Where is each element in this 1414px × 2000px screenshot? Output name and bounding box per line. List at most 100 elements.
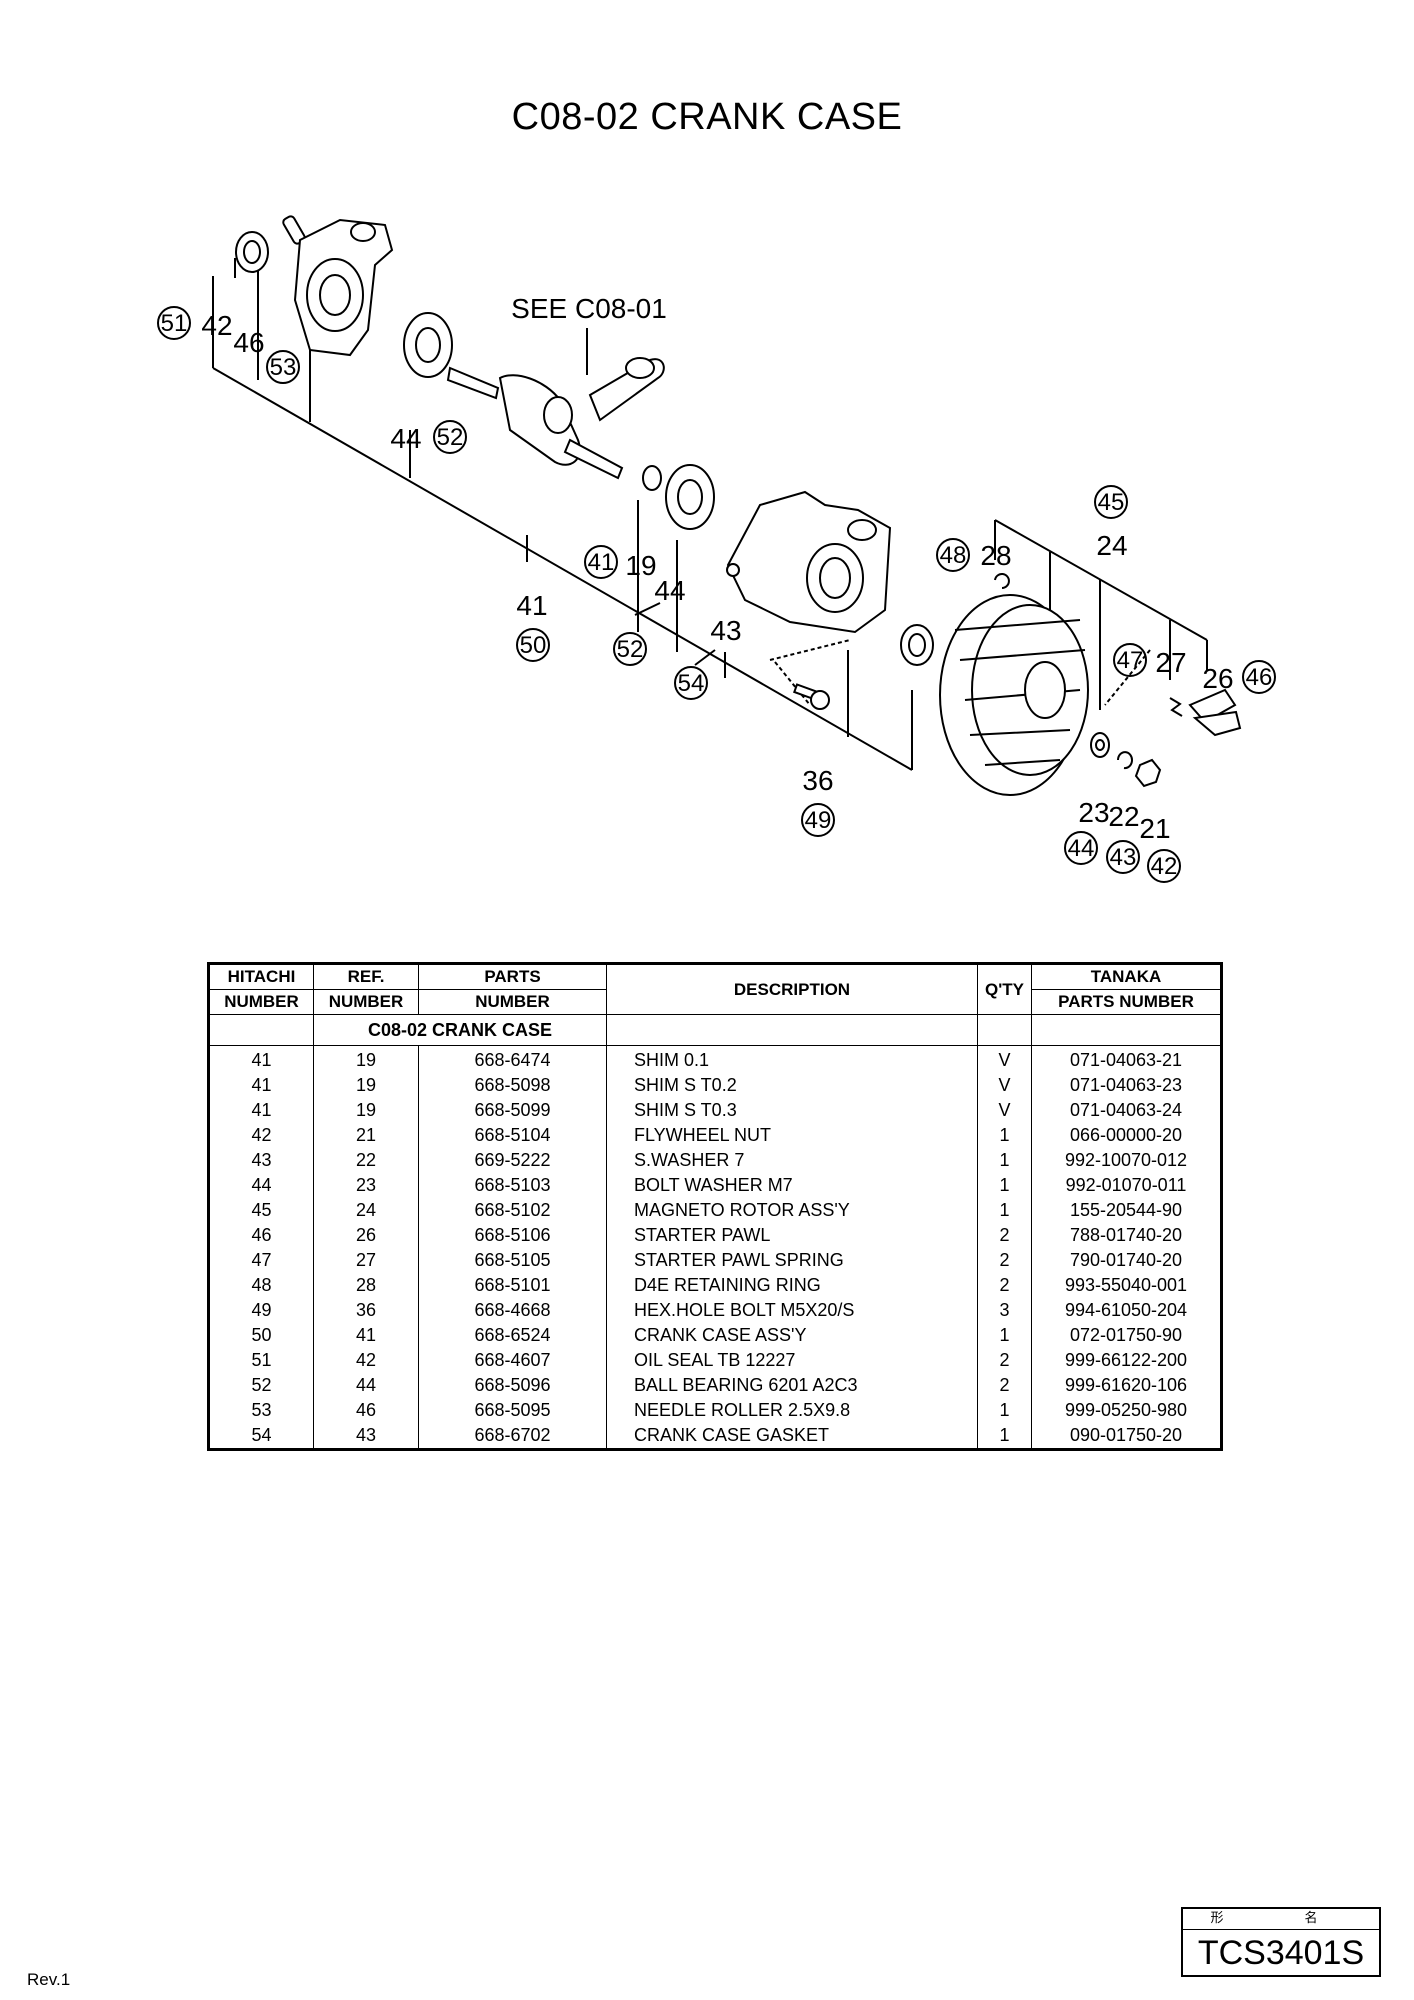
cell-qty: 1	[977, 1423, 1032, 1450]
cell-hitachi-number: 54	[208, 1423, 314, 1450]
cell-ref-number: 22	[313, 1148, 419, 1173]
cell-tanaka-number: 790-01740-20	[1031, 1248, 1222, 1273]
cell-ref-number: 23	[313, 1173, 419, 1198]
svg-text:50: 50	[520, 632, 547, 659]
leader-line-main	[212, 367, 913, 771]
ref-number: 28	[980, 540, 1011, 571]
ref-number: 44	[390, 423, 421, 454]
cell-ref-number: 46	[313, 1398, 419, 1423]
cell-qty: V	[977, 1045, 1032, 1073]
cell-hitachi-number: 43	[208, 1148, 314, 1173]
svg-text:48: 48	[940, 542, 967, 569]
cell-tanaka-number: 071-04063-21	[1031, 1045, 1222, 1073]
cell-qty: 2	[977, 1348, 1032, 1373]
cell-parts-number: 668-5103	[418, 1173, 607, 1198]
cell-tanaka-number: 066-00000-20	[1031, 1123, 1222, 1148]
header-tanaka-2: PARTS NUMBER	[1031, 989, 1222, 1015]
cell-tanaka-number: 994-61050-204	[1031, 1298, 1222, 1323]
model-label: 形 名	[1183, 1909, 1379, 1930]
cell-description: FLYWHEEL NUT	[606, 1123, 978, 1148]
circled-callout: 46	[1242, 660, 1276, 694]
cell-description: STARTER PAWL SPRING	[606, 1248, 978, 1273]
header-hitachi-number: HITACHI	[208, 963, 314, 990]
ball-bearing-right	[665, 464, 715, 530]
magneto-rotor	[939, 594, 1089, 796]
header-description: DESCRIPTION	[606, 963, 978, 1015]
crank-case-right-half	[726, 490, 892, 634]
cell-hitachi-number: 47	[208, 1248, 314, 1273]
svg-text:47: 47	[1117, 647, 1144, 674]
cell-hitachi-number: 45	[208, 1198, 314, 1223]
cell-hitachi-number: 51	[208, 1348, 314, 1373]
svg-text:43: 43	[1110, 844, 1137, 871]
header-parts-number-2: NUMBER	[418, 989, 607, 1015]
section-row: C08-02 CRANK CASE	[208, 1014, 1222, 1046]
svg-text:41: 41	[588, 549, 615, 576]
header-parts-number: PARTS	[418, 963, 607, 990]
circled-callout: 43	[1106, 840, 1140, 874]
cell-hitachi-number: 41	[208, 1045, 314, 1073]
cell-parts-number: 668-5096	[418, 1373, 607, 1398]
cell-ref-number: 21	[313, 1123, 419, 1148]
ball-bearing-left	[403, 312, 453, 378]
cell-parts-number: 668-5105	[418, 1248, 607, 1273]
cell-qty: 1	[977, 1198, 1032, 1223]
svg-text:46: 46	[1246, 664, 1273, 691]
circled-callout: 41	[584, 545, 618, 579]
ref-number: 21	[1139, 813, 1170, 844]
cell-ref-number: 19	[313, 1098, 419, 1123]
cell-tanaka-number: 992-01070-011	[1031, 1173, 1222, 1198]
cell-tanaka-number: 993-55040-001	[1031, 1273, 1222, 1298]
circled-callout: 42	[1147, 849, 1181, 883]
svg-text:53: 53	[270, 354, 297, 381]
circled-callout: 53	[266, 350, 300, 384]
svg-text:49: 49	[805, 807, 832, 834]
circled-callout: 44	[1064, 831, 1098, 865]
cell-tanaka-number: 999-05250-980	[1031, 1398, 1222, 1423]
ref-number: 22	[1108, 801, 1139, 832]
cell-ref-number: 27	[313, 1248, 419, 1273]
circled-callout: 50	[516, 628, 550, 662]
cell-ref-number: 24	[313, 1198, 419, 1223]
cell-parts-number: 668-5098	[418, 1073, 607, 1098]
circled-callout: 52	[613, 632, 647, 666]
ref-number: 23	[1078, 797, 1109, 828]
svg-text:44: 44	[1068, 835, 1095, 862]
cell-ref-number: 26	[313, 1223, 419, 1248]
circled-callout: 52	[433, 420, 467, 454]
page-title: C08-02 CRANK CASE	[511, 96, 903, 138]
exploded-parts-diagram: SEE C08-01 42 46 44 41 19 44 43 36 28 24…	[157, 215, 1276, 883]
svg-text:51: 51	[161, 310, 188, 337]
cell-tanaka-number: 072-01750-90	[1031, 1323, 1222, 1348]
crankshaft	[446, 357, 665, 480]
cell-tanaka-number: 788-01740-20	[1031, 1223, 1222, 1248]
cell-description: SHIM S T0.2	[606, 1073, 978, 1098]
ref-number: 36	[802, 765, 833, 796]
cell-hitachi-number: 41	[208, 1098, 314, 1123]
cell-parts-number: 668-6524	[418, 1323, 607, 1348]
cell-description: MAGNETO ROTOR ASS'Y	[606, 1198, 978, 1223]
cell-description: SHIM 0.1	[606, 1045, 978, 1073]
cell-parts-number: 669-5222	[418, 1148, 607, 1173]
oil-seal-right	[900, 624, 934, 666]
cell-ref-number: 19	[313, 1073, 419, 1098]
cell-ref-number: 28	[313, 1273, 419, 1298]
see-reference-label: SEE C08-01	[511, 293, 667, 324]
cell-hitachi-number: 52	[208, 1373, 314, 1398]
cell-ref-number: 36	[313, 1298, 419, 1323]
header-ref-number: REF.	[313, 963, 419, 990]
cell-tanaka-number: 071-04063-24	[1031, 1098, 1222, 1123]
cell-ref-number: 44	[313, 1373, 419, 1398]
table-header-row: HITACHI REF. PARTS DESCRIPTION Q'TY TANA…	[208, 963, 1222, 1015]
cell-qty: V	[977, 1098, 1032, 1123]
